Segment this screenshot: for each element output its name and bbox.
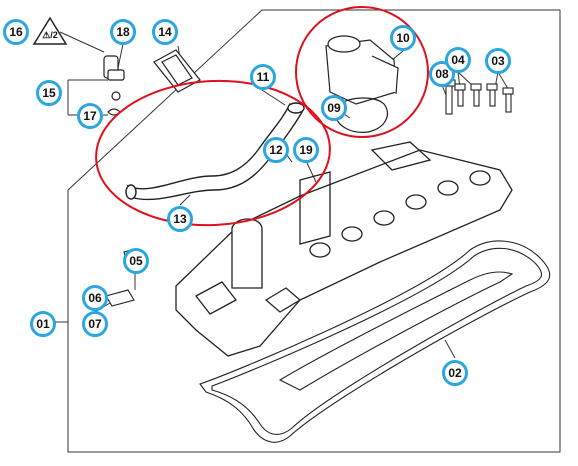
callout-18: 18	[110, 19, 136, 45]
highlight-breather-pipe	[95, 79, 331, 227]
callout-10: 10	[390, 25, 416, 51]
bolts	[442, 79, 514, 115]
frame-lines	[67, 9, 561, 453]
callout-04: 04	[445, 47, 471, 73]
warning-sign	[32, 16, 68, 45]
callout-17: 17	[77, 103, 103, 129]
oil-separator-part	[325, 35, 399, 105]
callout-11: 11	[250, 64, 276, 90]
highlight-ellipses	[95, 6, 429, 227]
callout-19: 19	[293, 137, 319, 163]
callout-16: 16	[3, 19, 29, 45]
callout-02: 02	[442, 360, 468, 386]
callout-14: 14	[152, 19, 178, 45]
sensor-part	[103, 55, 125, 116]
callout-05: 05	[123, 248, 149, 274]
warning-symbol-text: ⚠/2	[42, 30, 58, 40]
callout-12: 12	[263, 137, 289, 163]
valve-cover-body	[175, 141, 513, 357]
callout-15: 15	[36, 80, 62, 106]
callout-09: 09	[321, 95, 347, 121]
callout-03: 03	[485, 48, 511, 74]
callout-07: 07	[82, 311, 108, 337]
highlight-oil-separator	[295, 6, 429, 138]
cover-gasket	[199, 240, 551, 443]
cover-plate-part	[153, 49, 201, 93]
callout-06: 06	[82, 285, 108, 311]
callout-13: 13	[167, 206, 193, 232]
callout-01: 01	[30, 311, 56, 337]
